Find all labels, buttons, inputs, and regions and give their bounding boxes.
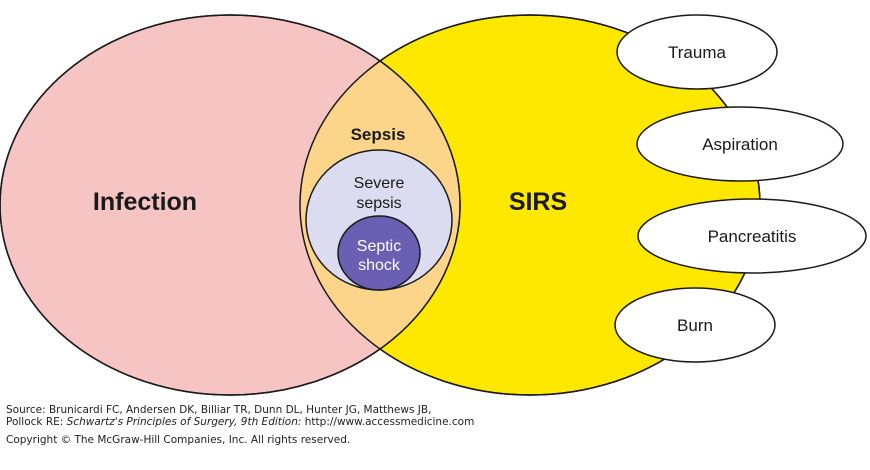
septic-shock-circle bbox=[337, 215, 421, 291]
pancreatitis-pill bbox=[637, 198, 867, 274]
severe-sepsis-label-line2: sepsis bbox=[356, 195, 401, 212]
pancreatitis-label: Pancreatitis bbox=[708, 227, 797, 246]
aspiration-pill bbox=[636, 106, 844, 182]
infection-label: Infection bbox=[93, 188, 197, 216]
burn-label: Burn bbox=[677, 316, 713, 335]
sepsis-label: Sepsis bbox=[351, 125, 406, 144]
sepsis-region bbox=[300, 15, 460, 395]
sirs-label: SIRS bbox=[509, 188, 567, 216]
source-line-1: Source: Brunicardi FC, Andersen DK, Bill… bbox=[6, 404, 432, 416]
source-line-2: Pollock RE: Schwartz's Principles of Sur… bbox=[6, 416, 474, 428]
source-authors: Pollock RE: bbox=[6, 416, 67, 428]
source-url: http://www.accessmedicine.com bbox=[301, 416, 475, 428]
copyright-line: Copyright © The McGraw-Hill Companies, I… bbox=[6, 434, 351, 446]
sepsis-venn-diagram: Infection SIRS Sepsis Severe sepsis Sept… bbox=[0, 14, 867, 396]
severe-sepsis-label-line1: Severe bbox=[354, 175, 405, 192]
infection-outline bbox=[0, 14, 461, 396]
book-title: Schwartz's Principles of Surgery, 9th Ed… bbox=[66, 416, 302, 428]
trauma-label: Trauma bbox=[668, 43, 726, 62]
trauma-pill bbox=[616, 14, 778, 90]
burn-pill bbox=[614, 287, 776, 363]
aspiration-label: Aspiration bbox=[702, 135, 778, 154]
septic-shock-label-line1: Septic bbox=[357, 238, 401, 255]
septic-shock-label-line2: shock bbox=[358, 257, 401, 274]
